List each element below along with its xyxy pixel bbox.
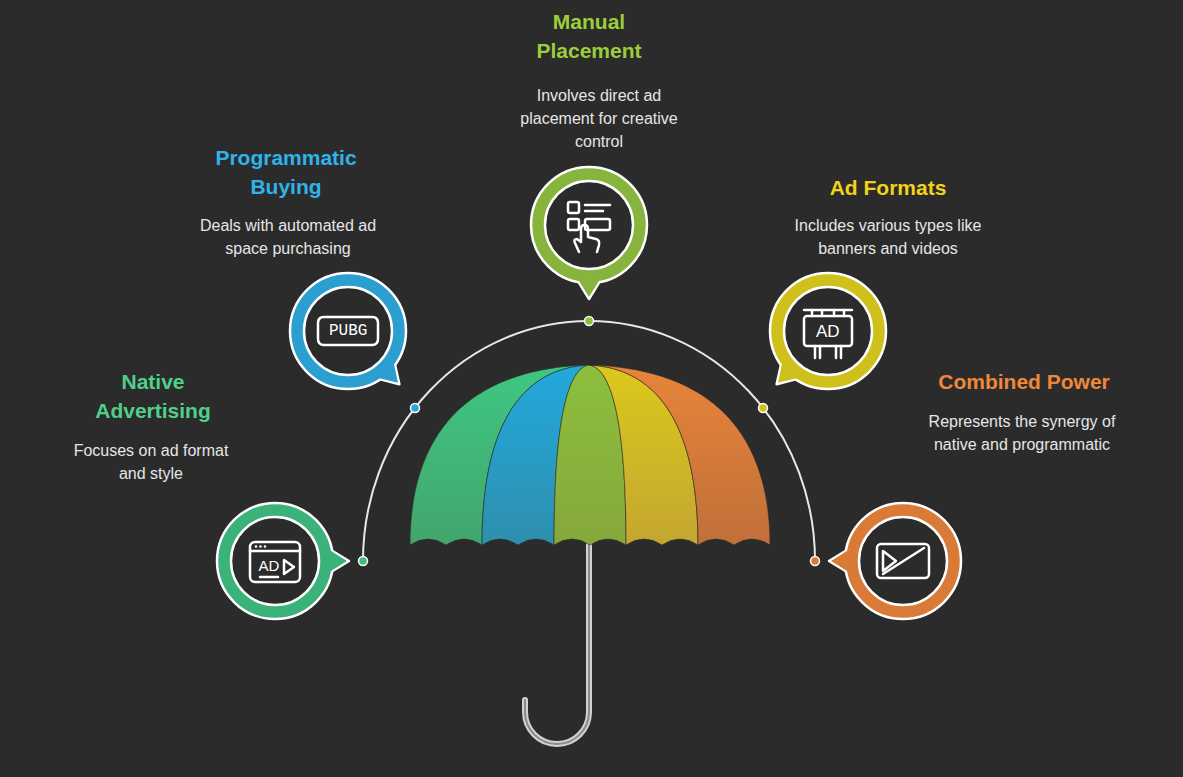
umbrella-canopy <box>410 365 770 545</box>
callout-description: Represents the synergy of native and pro… <box>927 410 1117 456</box>
icon-symbol <box>318 317 378 345</box>
arc-dot <box>811 557 820 566</box>
callout-shape <box>833 491 973 631</box>
callout-description: Involves direct ad placement for creativ… <box>507 84 692 153</box>
canopy-panel <box>589 365 770 545</box>
callout-heading: Native Advertising <box>78 367 228 425</box>
callout-circle: Manual PlacementInvolves direct ad place… <box>519 155 659 295</box>
arc-dot <box>359 557 368 566</box>
arc-dot <box>759 404 768 413</box>
callout-description: Deals with automated ad space purchasing <box>198 214 378 260</box>
icon-symbol <box>250 542 300 582</box>
callout-circle: Ad FormatsIncludes various types like ba… <box>758 261 898 401</box>
callout-circle: Native AdvertisingFocuses on ad format a… <box>205 491 345 631</box>
callout-heading: Ad Formats <box>778 173 998 202</box>
icon-symbol <box>568 202 610 252</box>
callout-description: Focuses on ad format and style <box>64 439 239 485</box>
callout-description: Includes various types like banners and … <box>788 214 988 260</box>
icon-text: PUBG <box>329 323 367 339</box>
arc-dot <box>585 317 594 326</box>
callout-circle: Programmatic BuyingDeals with automated … <box>278 261 418 401</box>
callout-circle: Combined PowerRepresents the synergy of … <box>833 491 973 631</box>
arc-line <box>363 321 815 561</box>
umbrella-handle-core <box>525 545 589 744</box>
icon-symbol <box>804 310 852 358</box>
arc-dot <box>411 404 420 413</box>
callout-heading: Manual Placement <box>514 7 664 65</box>
umbrella-handle <box>525 545 589 744</box>
callout-heading: Programmatic Buying <box>191 143 381 201</box>
callout-shape <box>519 155 659 295</box>
icon-text: AD <box>816 323 840 340</box>
icon-text: AD <box>259 558 280 573</box>
icon-symbol <box>877 544 929 578</box>
callout-heading: Combined Power <box>914 367 1134 396</box>
